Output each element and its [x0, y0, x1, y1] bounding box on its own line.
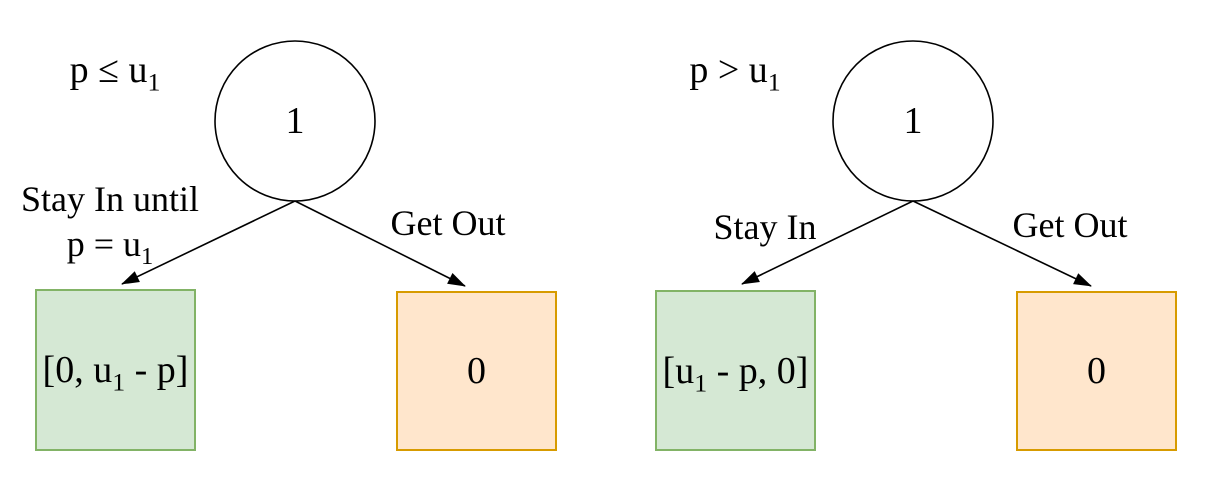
leaf-label-pre: [0, u: [42, 349, 113, 391]
edge-label-line1: Stay In until: [21, 179, 199, 219]
leaf-label-post: - p]: [125, 349, 189, 391]
edge-label-stay-in-left: Stay In until p = u1: [10, 177, 210, 271]
leaf-box-get-out-left: 0: [396, 291, 557, 451]
edge-label-line2: p = u1: [10, 222, 210, 271]
leaf-label-get-out-left: 0: [467, 350, 486, 392]
edge-arrow-get-out-left: [294, 200, 466, 287]
edge-label-line2-subscript: 1: [141, 243, 154, 271]
leaf-label-stay-in-left: [0, u1 - p]: [42, 348, 189, 395]
condition-text: p > u: [689, 49, 768, 91]
condition-label-left: p ≤ u1: [35, 48, 195, 95]
leaf-label-pre: [u: [662, 349, 695, 392]
edge-arrow-stay-in-left: [121, 200, 296, 285]
edge-arrow-get-out-right: [912, 200, 1092, 287]
condition-label-right: p > u1: [655, 48, 815, 95]
decision-node-label-left: 1: [285, 100, 305, 142]
leaf-box-get-out-right: 0: [1016, 291, 1177, 451]
leaf-label-subscript: 1: [112, 367, 126, 397]
edge-label-get-out-left: Get Out: [390, 203, 506, 243]
leaf-box-stay-in-right: [u1 - p, 0]: [655, 290, 816, 451]
leaf-label-post: - p, 0]: [707, 349, 809, 392]
leaf-label-stay-in-right: [u1 - p, 0]: [662, 349, 809, 396]
leaf-label-get-out-right: 0: [1087, 350, 1106, 392]
edge-label-line2-text: p = u: [66, 224, 142, 264]
edge-label-stay-in-right: Stay In: [713, 207, 817, 247]
decision-node-label-right: 1: [903, 100, 923, 142]
condition-subscript: 1: [147, 67, 161, 97]
condition-text: p ≤ u: [69, 49, 148, 91]
leaf-label-subscript: 1: [694, 368, 708, 398]
edge-label-get-out-right: Get Out: [1012, 205, 1128, 245]
edge-arrow-stay-in-right: [741, 200, 914, 285]
leaf-box-stay-in-left: [0, u1 - p]: [35, 289, 196, 451]
condition-subscript: 1: [767, 67, 781, 97]
